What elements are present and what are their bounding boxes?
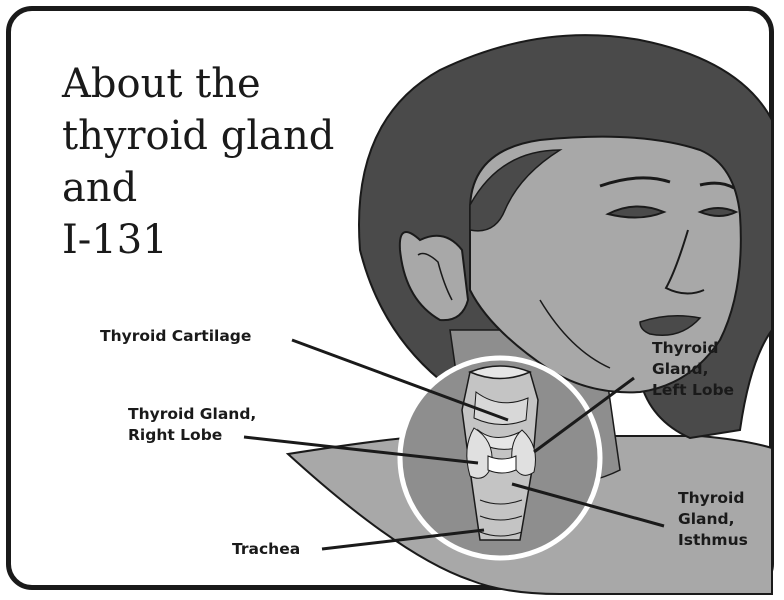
label-thyroid-cartilage: Thyroid Cartilage bbox=[100, 326, 251, 347]
eye-right bbox=[700, 208, 736, 216]
title-line: About the bbox=[62, 58, 334, 110]
label-left-lobe: Thyroid Gland, Left Lobe bbox=[652, 338, 734, 401]
page-title: About the thyroid gland and I-131 bbox=[62, 58, 334, 266]
title-line: and bbox=[62, 162, 334, 214]
title-line: thyroid gland bbox=[62, 110, 334, 162]
label-right-lobe: Thyroid Gland, Right Lobe bbox=[128, 404, 256, 446]
label-trachea: Trachea bbox=[232, 539, 300, 560]
title-line: I-131 bbox=[62, 214, 334, 266]
thyroid-isthmus bbox=[488, 456, 516, 473]
label-isthmus: Thyroid Gland, Isthmus bbox=[678, 488, 748, 551]
